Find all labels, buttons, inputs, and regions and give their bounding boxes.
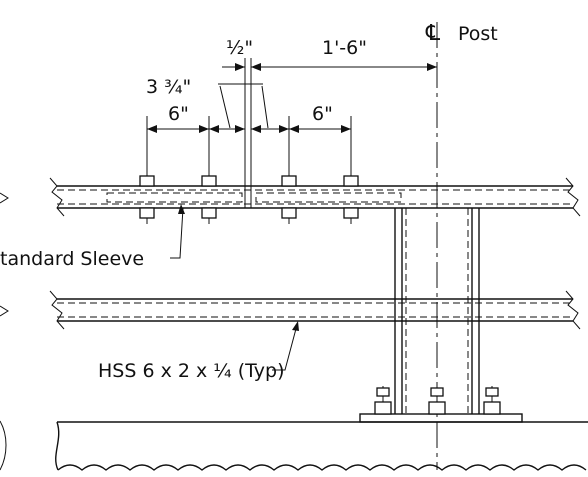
- splice-bolt: [343, 172, 359, 224]
- standard-sleeve: [106, 186, 402, 208]
- six-inch-dimension-right: [251, 116, 352, 182]
- splice-bolts: [139, 172, 359, 224]
- splice-bolt: [281, 172, 297, 224]
- six-inch-label-left: 6": [168, 103, 189, 125]
- standard-sleeve-leader: [170, 204, 185, 259]
- base-plate: [359, 413, 523, 423]
- splice-bolt: [139, 172, 155, 224]
- concrete-deck: [55, 421, 588, 471]
- hss-label: HSS 6 x 2 x ¼ (Typ): [98, 360, 285, 382]
- anchor-bolt: [483, 386, 501, 415]
- half-inch-label: ½": [226, 37, 253, 59]
- centerline-symbol: ℄: [425, 21, 441, 46]
- post-label: Post: [458, 23, 498, 45]
- post-member: [394, 208, 480, 414]
- three-three-quarter-label: 3 ¾": [146, 76, 191, 98]
- one-foot-six-label: 1'-6": [322, 37, 367, 59]
- anchor-bolts: [374, 386, 501, 415]
- three-three-quarter-leader: [218, 83, 269, 129]
- six-inch-label-right: 6": [312, 103, 333, 125]
- six-inch-dimension-left: [146, 116, 245, 182]
- anchor-bolt: [374, 386, 392, 415]
- top-rail: [49, 177, 581, 217]
- bottom-rail: [49, 290, 581, 330]
- hss-leader: [272, 321, 299, 371]
- standard-sleeve-label: tandard Sleeve: [0, 248, 144, 270]
- half-inch-dimension: [222, 58, 437, 188]
- anchor-bolt: [428, 386, 446, 415]
- left-edge-break-marks: [0, 192, 9, 471]
- splice-bolt: [201, 172, 217, 224]
